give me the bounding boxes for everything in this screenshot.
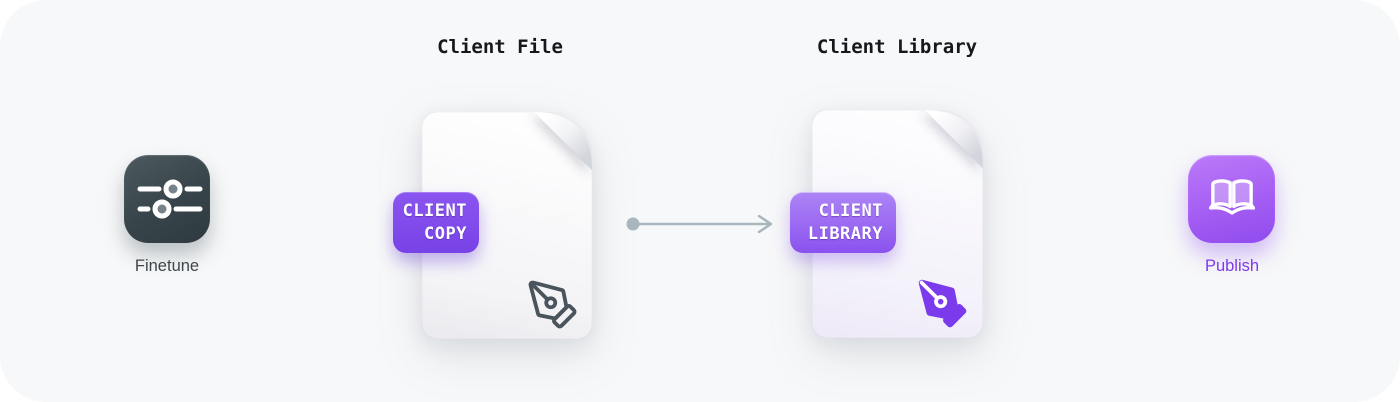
arrow-right-connector [626,214,773,234]
title-client-file: Client File [437,36,563,58]
sliders-icon [137,179,203,219]
pen-tool-outline-icon [528,280,577,329]
open-book-icon [1208,179,1255,215]
client-library-badge: CLIENT LIBRARY [790,192,896,253]
client-copy-badge: CLIENT COPY [393,192,479,253]
badge-line: CLIENT [818,201,883,221]
badge-line: LIBRARY [807,224,883,244]
finetune-app-tile [124,155,210,243]
badge-line: COPY [424,224,467,244]
publish-label: Publish [1204,257,1260,275]
badge-line: CLIENT [402,201,467,221]
client-file-document-icon [422,112,592,339]
publish-app-tile [1188,155,1275,243]
pen-tool-filled-icon [918,279,967,328]
title-client-library: Client Library [816,36,978,58]
finetune-label: Finetune [134,257,200,275]
client-library-document-icon [812,110,983,338]
